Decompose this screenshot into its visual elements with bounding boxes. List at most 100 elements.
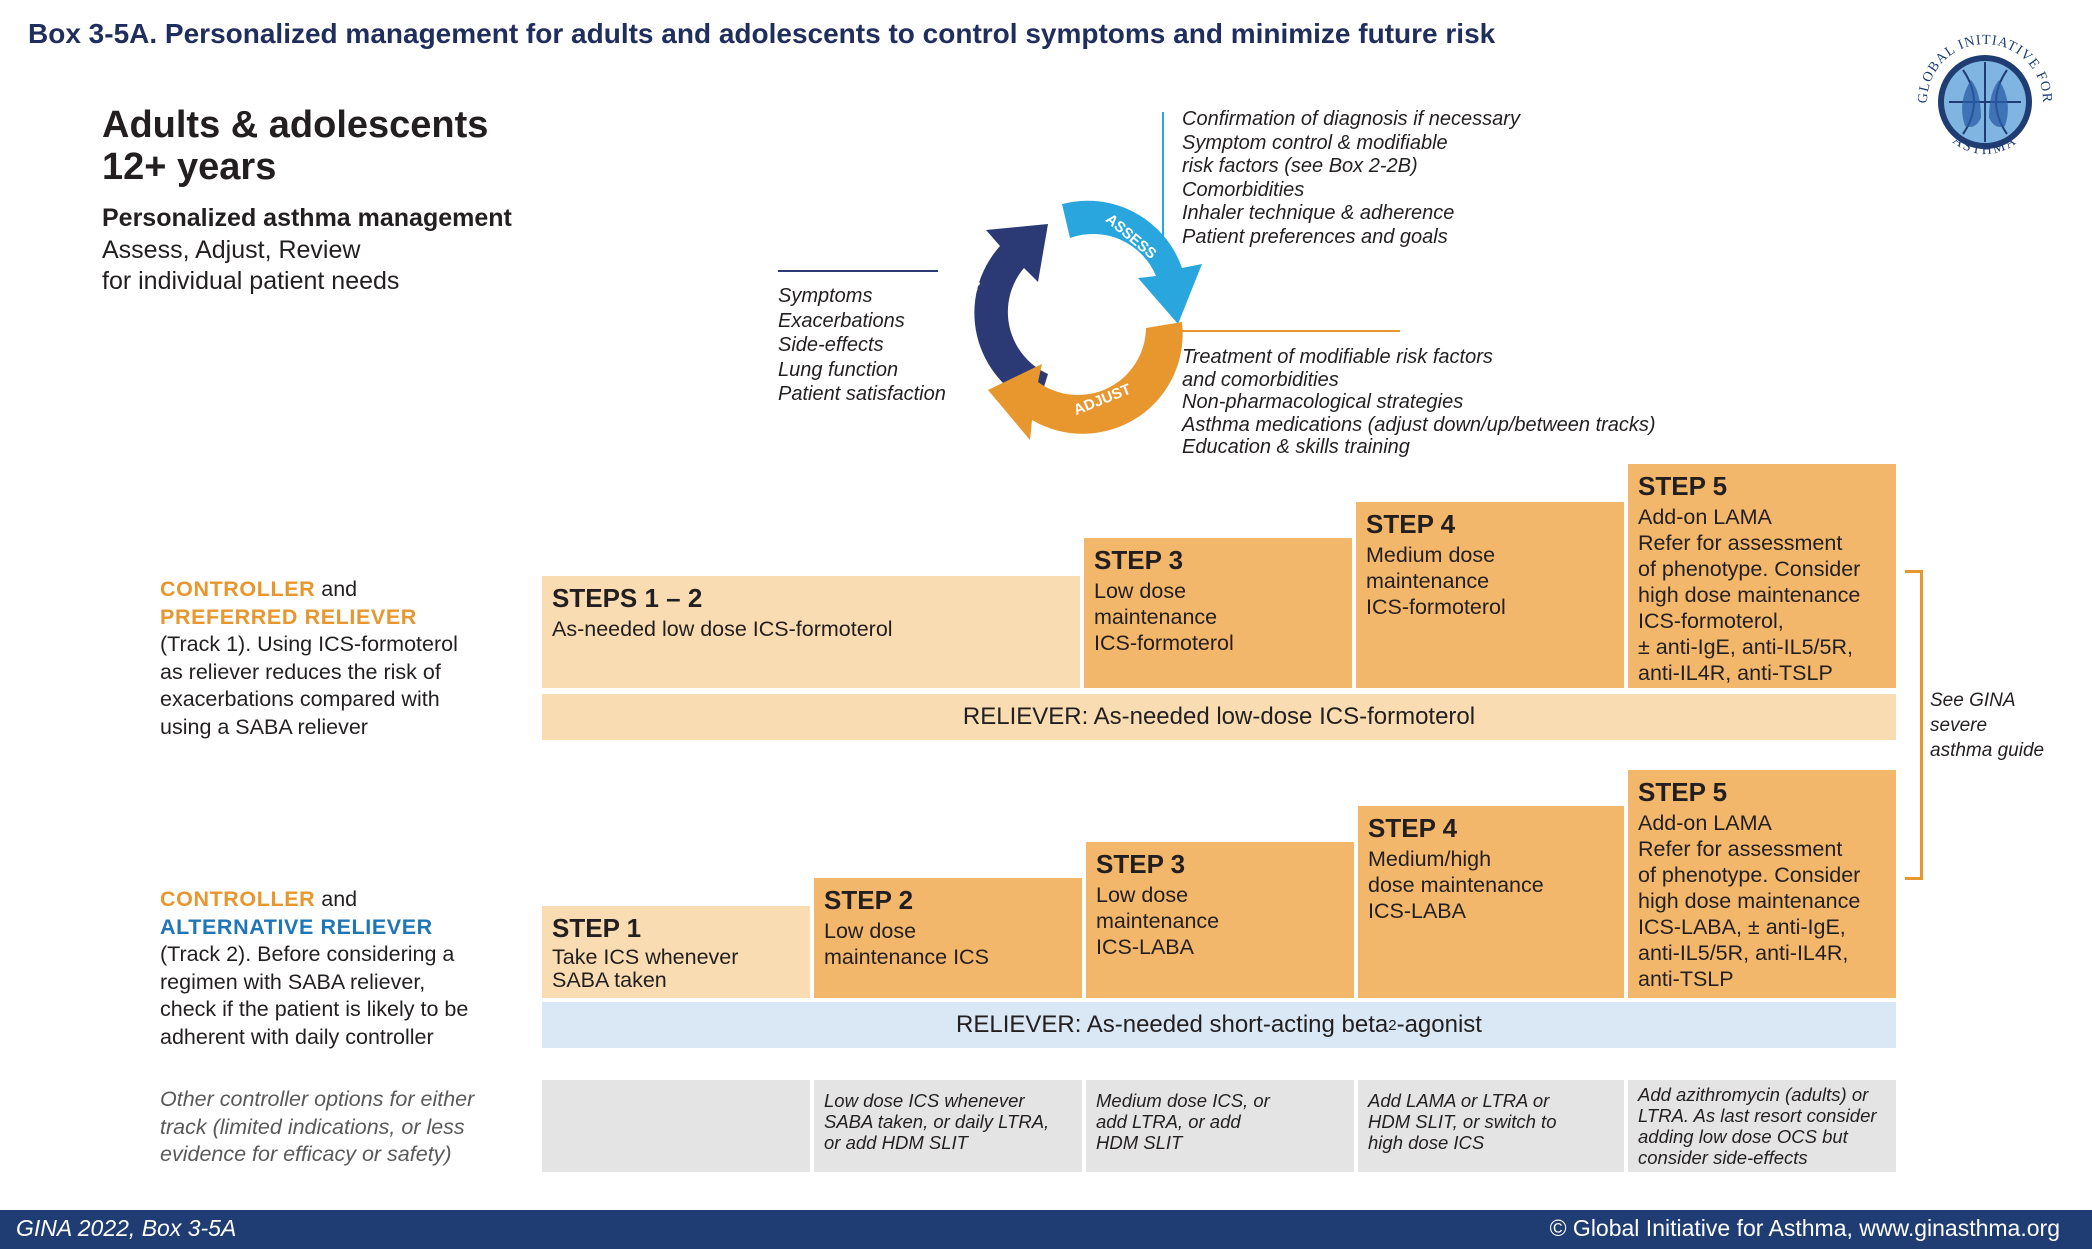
step-line: Refer for assessment: [1638, 531, 1843, 555]
list-item: Confirmation of diagnosis if necessary: [1182, 108, 1520, 130]
intro-heading: Adults & adolescents 12+ years: [102, 104, 488, 188]
other-options-line: evidence for efficacy or safety): [160, 1142, 452, 1166]
adjust-arrow-icon: [988, 322, 1183, 440]
track2-desc-line: adherent with daily controller: [160, 1024, 434, 1049]
list-item: Lung function: [778, 358, 899, 381]
step-line: ICS-LABA, ± anti-IgE,: [1638, 915, 1846, 939]
assess-connector: [1162, 112, 1164, 272]
step-line: Low dose: [1096, 883, 1189, 907]
list-item: Patient satisfaction: [778, 383, 946, 405]
see-gina-line: severe: [1930, 715, 1988, 736]
track1-and-label: and: [315, 577, 358, 601]
step-heading: STEP 4: [1366, 509, 1456, 539]
step-line: of phenotype. Consider: [1638, 557, 1861, 581]
track2-step-3: STEP 3 Low dose maintenance ICS-LABA: [1086, 842, 1354, 998]
other-options-line: track (limited indications, or less: [160, 1114, 465, 1139]
list-item: Side-effects: [778, 334, 884, 356]
other-options-line: HDM SLIT, or switch to: [1368, 1111, 1557, 1132]
track2-step-5: STEP 5 Add-on LAMA Refer for assessment …: [1628, 770, 1896, 998]
track2-reliever-text-end: -agonist: [1396, 1011, 1482, 1038]
step-heading: STEP 3: [1094, 545, 1184, 575]
adjust-list: Treatment of modifiable risk factors and…: [1182, 346, 1656, 459]
other-options-cell: Medium dose ICS, or add LTRA, or add HDM…: [1086, 1080, 1354, 1172]
page-title: Box 3-5A. Personalized management for ad…: [28, 18, 1496, 49]
other-options-line: adding low dose OCS but: [1638, 1126, 1848, 1147]
step-line: Low dose: [1094, 579, 1187, 603]
other-options-line: add LTRA, or add: [1096, 1111, 1241, 1132]
step-line: ± anti-IgE, anti-IL5/5R,: [1638, 635, 1853, 659]
intro-line1: Assess, Adjust, Review: [102, 236, 361, 264]
assess-list: Confirmation of diagnosis if necessary S…: [1182, 108, 1520, 249]
adjust-connector: [1180, 330, 1400, 332]
step-heading: STEP 1: [552, 913, 642, 943]
footer-copyright: © Global Initiative for Asthma, www.gina…: [1549, 1215, 2060, 1241]
other-options-line: HDM SLIT: [1096, 1132, 1183, 1153]
step-line: maintenance: [1096, 909, 1220, 933]
other-options-line: consider side-effects: [1638, 1147, 1808, 1168]
track1-controller-label: CONTROLLER: [160, 577, 316, 601]
track1-desc-line: as reliever reduces the risk of: [160, 659, 441, 684]
step-heading: STEP 5: [1638, 777, 1728, 807]
track2-reliever-label: ALTERNATIVE RELIEVER: [160, 914, 433, 939]
track1-desc-line: exacerbations compared with: [160, 687, 440, 711]
footer-citation: GINA 2022, Box 3-5A: [16, 1215, 237, 1241]
review-arrow-icon: [974, 224, 1048, 406]
list-item: Symptoms: [778, 285, 873, 307]
other-options-line: Add azithromycin (adults) or: [1638, 1084, 1869, 1105]
other-options-cell: Add azithromycin (adults) or LTRA. As la…: [1628, 1080, 1896, 1172]
other-options-line: LTRA. As last resort consider: [1638, 1105, 1877, 1126]
track2-desc-line: regimen with SABA reliever,: [160, 969, 426, 994]
step-line: anti-IL4R, anti-TSLP: [1638, 661, 1833, 685]
other-options-line: Low dose ICS whenever: [824, 1090, 1025, 1111]
step-line: Medium/high: [1368, 847, 1492, 871]
track2-step-1: STEP 1 Take ICS whenever SABA taken: [542, 906, 810, 998]
track2-reliever-subscript: 2: [1388, 1016, 1397, 1034]
step-line: Add-on LAMA: [1638, 811, 1772, 835]
review-list: Symptoms Exacerbations Side-effects Lung…: [778, 284, 946, 407]
step-line: anti-TSLP: [1638, 967, 1734, 991]
step-line: Take ICS whenever: [552, 945, 739, 969]
list-item: Treatment of modifiable risk factors: [1182, 346, 1493, 368]
track2-label: CONTROLLER and ALTERNATIVE RELIEVER (Tra…: [160, 886, 530, 1051]
step-line: maintenance: [1366, 569, 1490, 593]
other-options-line: Medium dose ICS, or: [1096, 1090, 1270, 1111]
step-line: maintenance: [1094, 605, 1218, 629]
track2-step-2: STEP 2 Low dose maintenance ICS: [814, 878, 1082, 998]
other-options-cell: Low dose ICS whenever SABA taken, or dai…: [814, 1080, 1082, 1172]
see-gina-line: asthma guide: [1930, 740, 2045, 761]
intro-line2: for individual patient needs: [102, 267, 400, 295]
other-options-line: Add LAMA or LTRA or: [1368, 1090, 1550, 1111]
list-item: Patient preferences and goals: [1182, 225, 1448, 248]
step-line: high dose maintenance: [1638, 889, 1861, 913]
list-item: risk factors (see Box 2-2B): [1182, 155, 1418, 177]
step-line: SABA taken: [552, 968, 667, 992]
step-line: ICS-formoterol: [1094, 631, 1234, 655]
step-heading: STEP 5: [1638, 471, 1728, 501]
see-gina-line: See GINA: [1930, 690, 2016, 711]
step-heading: STEP 3: [1096, 849, 1186, 879]
track1-step-3: STEP 3 Low dose maintenance ICS-formoter…: [1084, 538, 1352, 688]
list-item: Non-pharmacological strategies: [1182, 391, 1464, 413]
assess-adjust-review-cycle: REVIEW ASSESS ADJUST: [947, 200, 1202, 440]
step-line: Medium dose: [1366, 543, 1496, 567]
track2-desc-line: check if the patient is likely to be: [160, 997, 469, 1021]
track1-label: CONTROLLER and PREFERRED RELIEVER (Track…: [160, 576, 520, 741]
other-options-line: or add HDM SLIT: [824, 1132, 968, 1153]
other-options-label: Other controller options for either trac…: [160, 1086, 474, 1169]
list-item: Exacerbations: [778, 309, 905, 332]
track1-reliever-label: PREFERRED RELIEVER: [160, 604, 417, 629]
list-item: Inhaler technique & adherence: [1182, 202, 1455, 224]
list-item: Symptom control & modifiable: [1182, 131, 1448, 154]
step-line: As-needed low dose ICS-formoterol: [552, 617, 893, 641]
list-item: Education & skills training: [1182, 436, 1410, 458]
step-line: ICS-formoterol,: [1638, 609, 1784, 633]
list-item: Comorbidities: [1182, 178, 1305, 201]
track2-controller-label: CONTROLLER: [160, 887, 316, 911]
footer-bar: GINA 2022, Box 3-5A © Global Initiative …: [0, 1210, 2092, 1249]
other-options-cell: [542, 1080, 810, 1172]
step-heading: STEPS 1 – 2: [552, 583, 703, 613]
track2-desc-line: (Track 2). Before considering a: [160, 942, 455, 966]
intro-heading-line1: Adults & adolescents: [102, 104, 489, 146]
track1-desc-line: using a SABA reliever: [160, 714, 368, 739]
other-options-line: SABA taken, or daily LTRA,: [824, 1111, 1050, 1132]
